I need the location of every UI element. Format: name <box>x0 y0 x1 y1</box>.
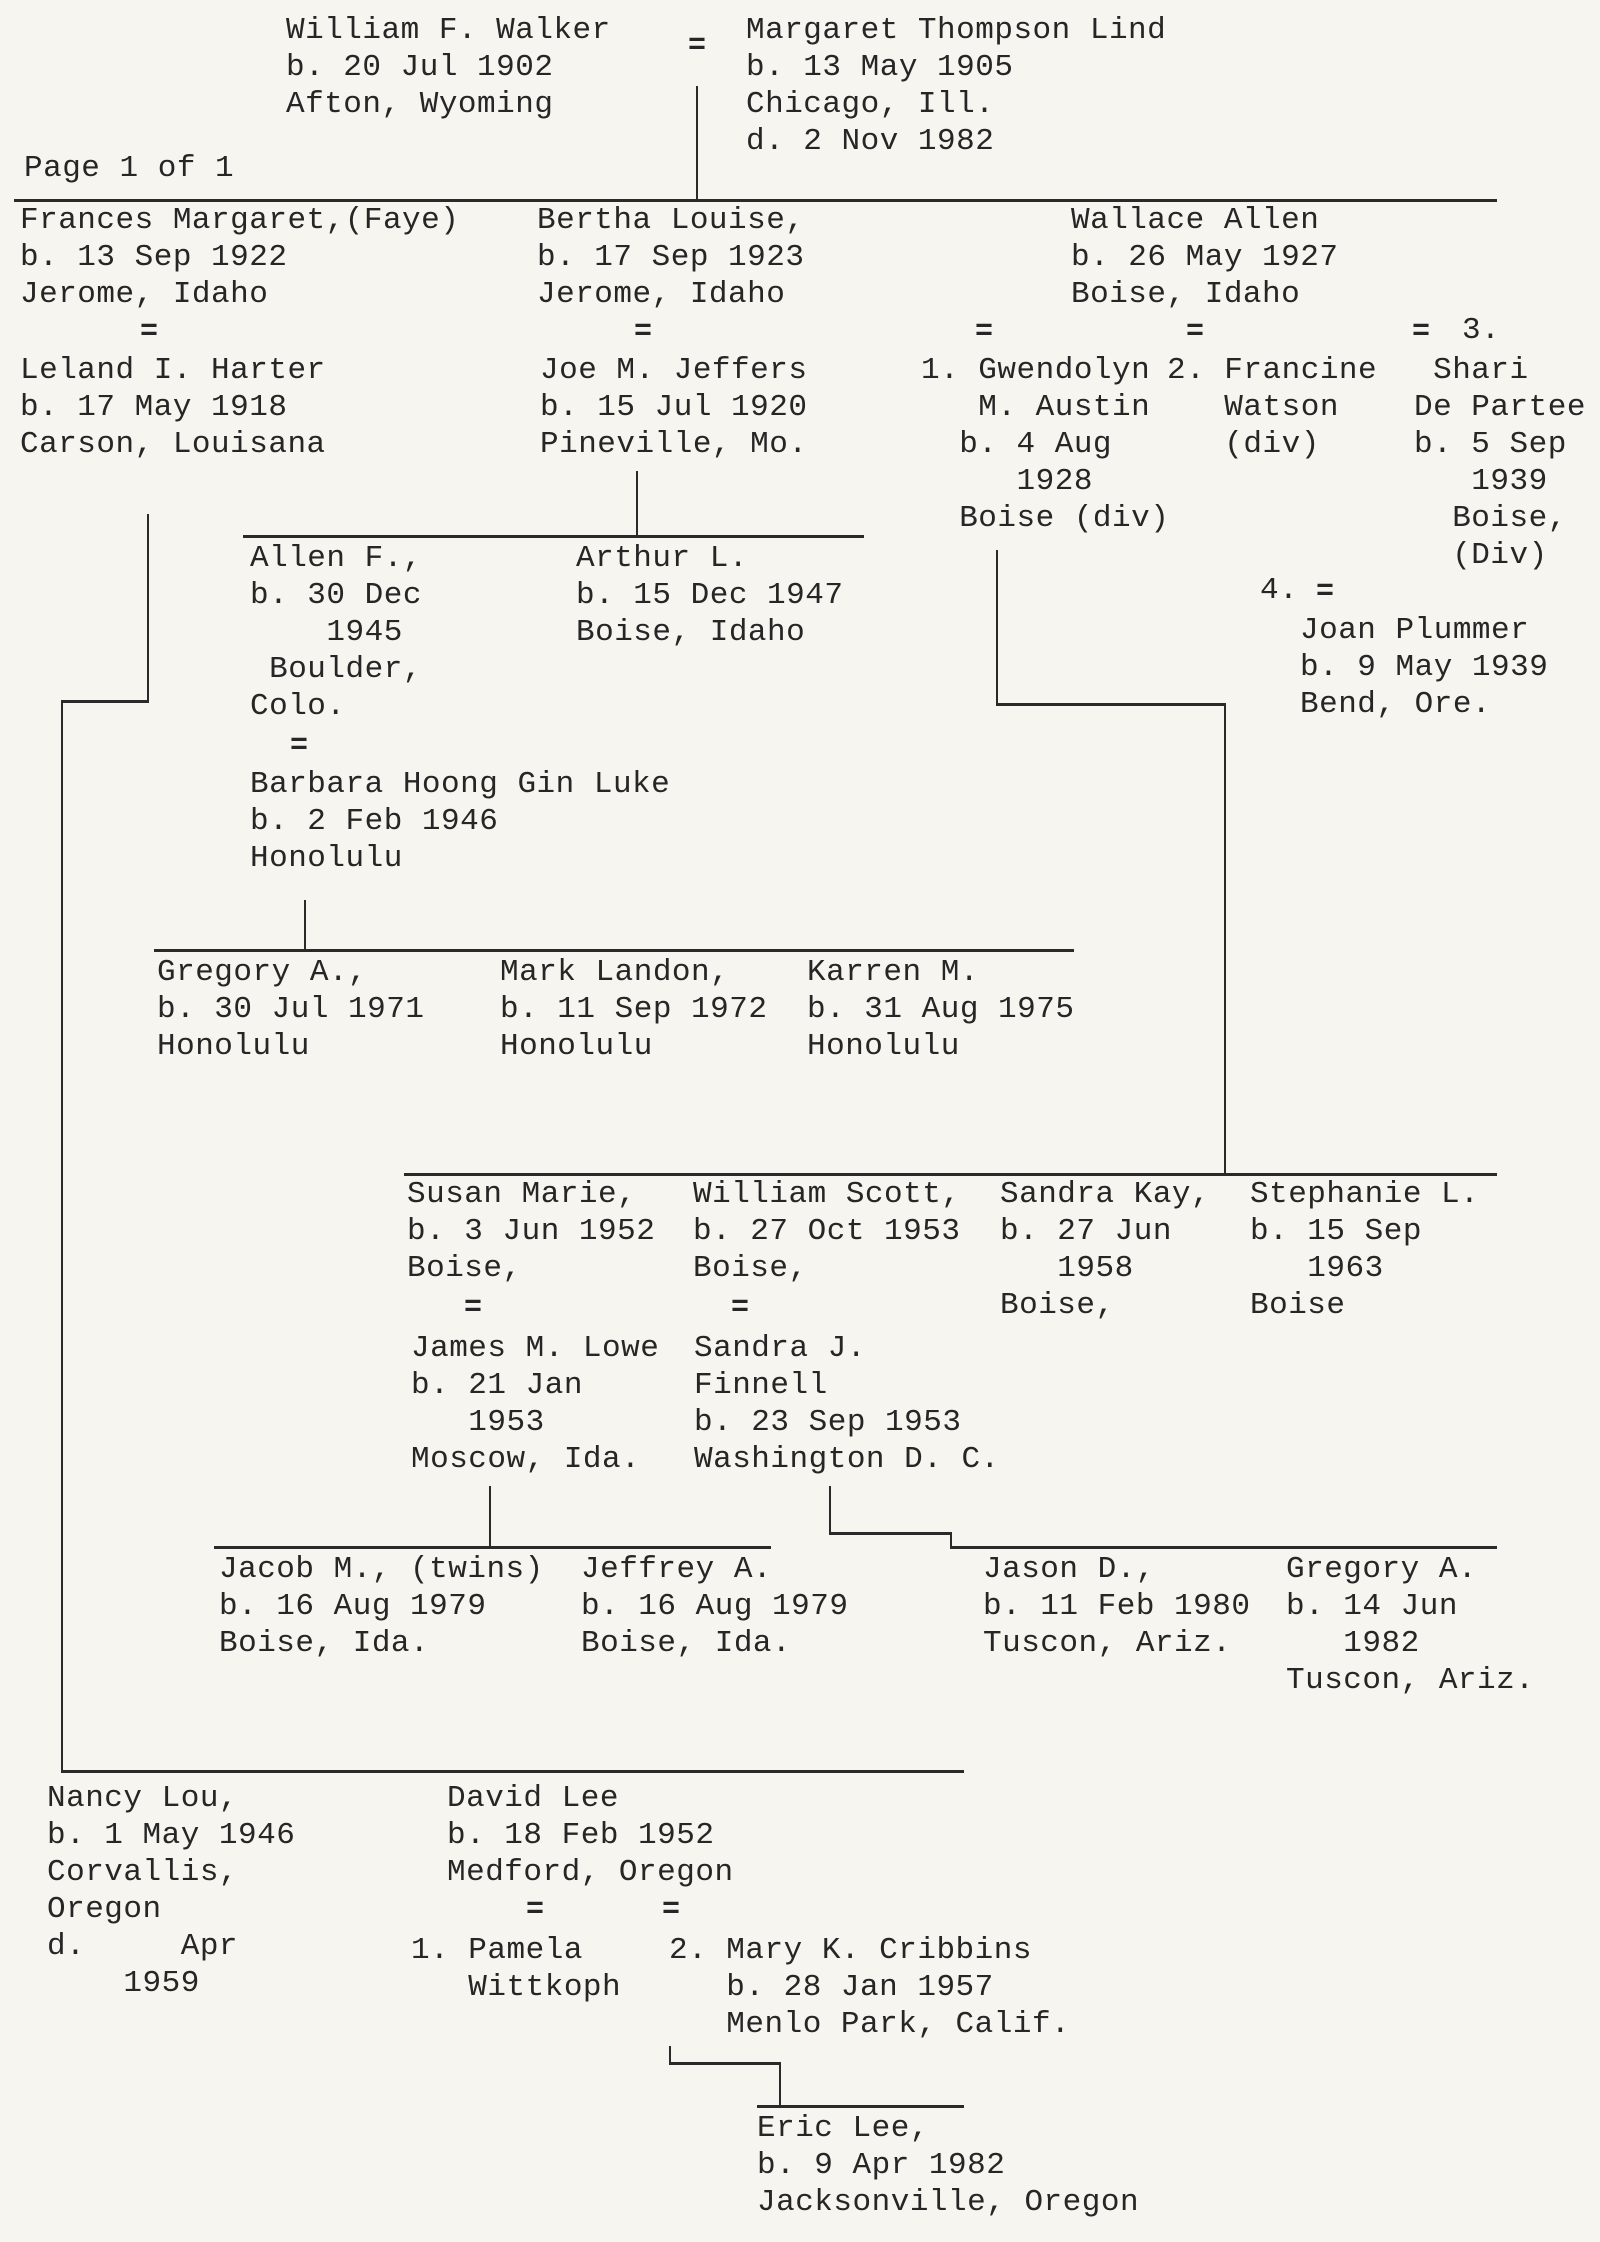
descent-line <box>61 700 63 1773</box>
person-william-f-walker: William F. Walker b. 20 Jul 1902 Afton, … <box>286 13 611 122</box>
person-bertha-louise: Bertha Louise, b. 17 Sep 1923 Jerome, Id… <box>537 203 805 312</box>
marriage-symbol: = <box>688 29 707 63</box>
person-jacob-m: Jacob M., (twins) b. 16 Aug 1979 Boise, … <box>219 1552 544 1661</box>
marriage-symbol: = <box>634 315 653 349</box>
person-margaret-thompson-lind: Margaret Thompson Lind b. 13 May 1905 Ch… <box>746 13 1167 159</box>
descent-line <box>636 471 638 537</box>
descent-line <box>1224 703 1226 1175</box>
sibling-line <box>14 199 1497 202</box>
person-wallace-allen: Wallace Allen b. 26 May 1927 Boise, Idah… <box>1071 203 1339 312</box>
sibling-line <box>757 2105 964 2108</box>
descent-line <box>950 1532 952 1548</box>
descent-line <box>147 514 149 702</box>
person-david-lee: David Lee b. 18 Feb 1952 Medford, Oregon <box>447 1781 734 1890</box>
person-sandra-finnell: Sandra J. Finnell b. 23 Sep 1953 Washing… <box>694 1331 1000 1477</box>
person-nancy-lou: Nancy Lou, b. 1 May 1946 Corvallis, Oreg… <box>47 1781 296 2001</box>
person-barbara-luke: Barbara Hoong Gin Luke b. 2 Feb 1946 Hon… <box>250 767 671 876</box>
descent-line <box>779 2062 781 2107</box>
sibling-line <box>950 1546 1497 1549</box>
person-mary-cribbins: 2. Mary K. Cribbins b. 28 Jan 1957 Menlo… <box>669 1933 1071 2042</box>
person-sandra-kay: Sandra Kay, b. 27 Jun 1958 Boise, <box>1000 1177 1211 1323</box>
descent-line <box>489 1486 491 1548</box>
person-james-lowe: James M. Lowe b. 21 Jan 1953 Moscow, Ida… <box>411 1331 660 1477</box>
person-gwendolyn-austin: 1. Gwendolyn M. Austin b. 4 Aug 1928 Boi… <box>921 353 1170 536</box>
person-allen-f: Allen F., b. 30 Dec 1945 Boulder, Colo. <box>250 541 422 724</box>
descent-line <box>829 1486 831 1534</box>
person-stephanie-l: Stephanie L. b. 15 Sep 1963 Boise <box>1250 1177 1480 1323</box>
person-eric-lee: Eric Lee, b. 9 Apr 1982 Jacksonville, Or… <box>757 2111 1140 2220</box>
sibling-line <box>404 1173 1497 1176</box>
marriage-number: 4. <box>1260 573 1299 608</box>
marriage-symbol: = <box>526 1893 545 1927</box>
person-leland-harter: Leland I. Harter b. 17 May 1918 Carson, … <box>20 353 326 462</box>
marriage-number: 3. <box>1462 313 1501 348</box>
descent-line <box>696 86 698 202</box>
person-gregory-a-1982: Gregory A. b. 14 Jun 1982 Tuscon, Ariz. <box>1286 1552 1535 1698</box>
sibling-line <box>214 1546 771 1549</box>
person-pamela-wittkoph: 1. Pamela Wittkoph <box>411 1933 622 2005</box>
person-jeffrey-a: Jeffrey A. b. 16 Aug 1979 Boise, Ida. <box>581 1552 849 1661</box>
marriage-symbol: = <box>975 315 994 349</box>
descent-line <box>304 900 306 951</box>
marriage-symbol: = <box>1412 315 1431 349</box>
person-mark-landon: Mark Landon, b. 11 Sep 1972 Honolulu <box>500 955 768 1064</box>
person-joan-plummer: Joan Plummer b. 9 May 1939 Bend, Ore. <box>1300 613 1549 722</box>
person-francine-watson: 2. Francine Watson (div) <box>1167 353 1378 462</box>
sibling-line <box>61 1770 964 1773</box>
descent-line <box>996 703 1226 706</box>
descent-line <box>669 2062 779 2065</box>
person-william-scott: William Scott, b. 27 Oct 1953 Boise, <box>693 1177 961 1286</box>
marriage-symbol: = <box>731 1291 750 1325</box>
marriage-symbol: = <box>1316 575 1335 609</box>
descent-line <box>829 1532 951 1535</box>
sibling-line <box>243 535 864 538</box>
person-shari-de-partee: Shari De Partee b. 5 Sep 1939 Boise, (Di… <box>1414 353 1586 573</box>
marriage-symbol: = <box>662 1893 681 1927</box>
person-susan-marie: Susan Marie, b. 3 Jun 1952 Boise, <box>407 1177 656 1286</box>
descent-line <box>669 2046 671 2064</box>
marriage-symbol: = <box>1186 315 1205 349</box>
person-joe-jeffers: Joe M. Jeffers b. 15 Jul 1920 Pineville,… <box>540 353 808 462</box>
person-arthur-l: Arthur L. b. 15 Dec 1947 Boise, Idaho <box>576 541 844 650</box>
sibling-line <box>154 949 1074 952</box>
person-jason-d: Jason D., b. 11 Feb 1980 Tuscon, Ariz. <box>983 1552 1251 1661</box>
marriage-symbol: = <box>140 315 159 349</box>
person-frances-margaret: Frances Margaret,(Faye) b. 13 Sep 1922 J… <box>20 203 460 312</box>
person-karren-m: Karren M. b. 31 Aug 1975 Honolulu <box>807 955 1075 1064</box>
descent-line <box>996 550 998 705</box>
marriage-symbol: = <box>290 729 309 763</box>
person-gregory-a-1971: Gregory A., b. 30 Jul 1971 Honolulu <box>157 955 425 1064</box>
marriage-symbol: = <box>464 1291 483 1325</box>
descent-line <box>61 700 149 703</box>
page-label: Page 1 of 1 <box>24 151 235 186</box>
